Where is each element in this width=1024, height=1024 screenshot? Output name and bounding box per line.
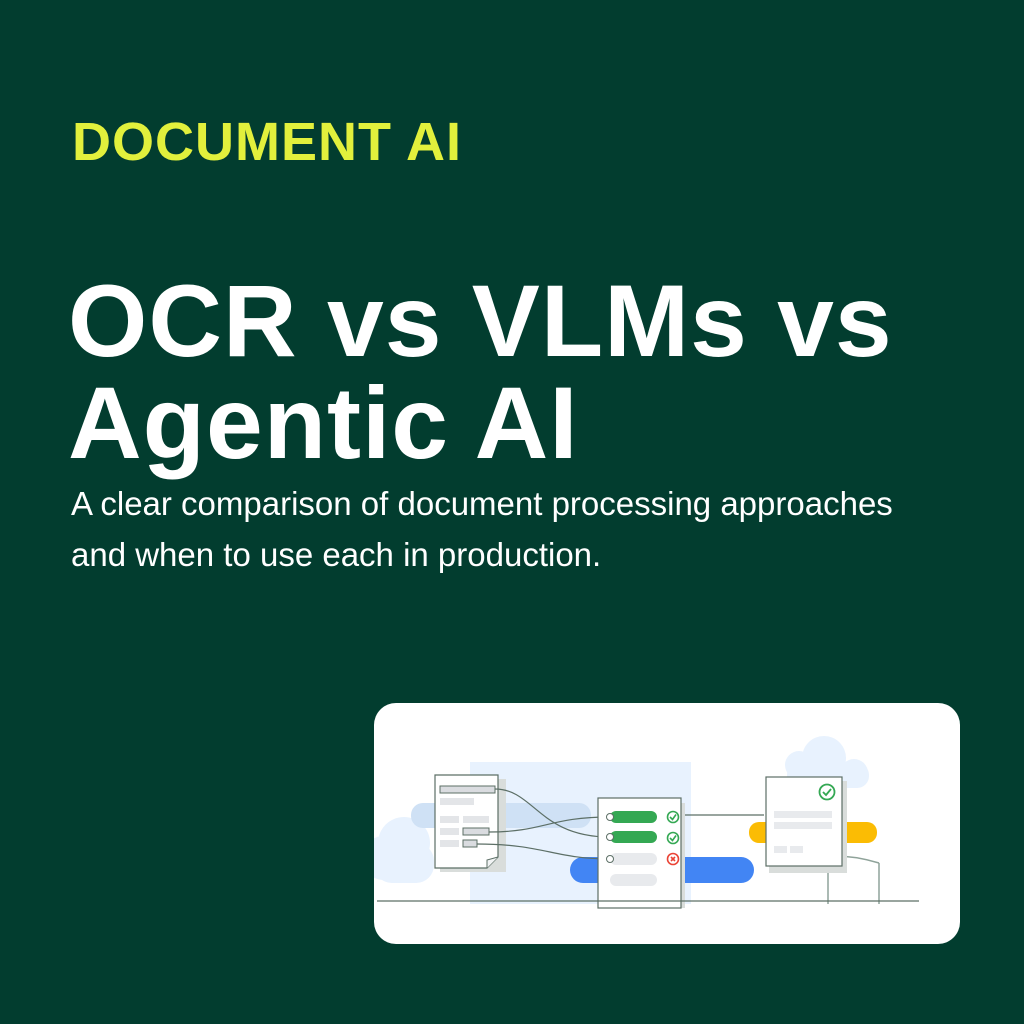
check-circle-icon xyxy=(666,810,680,824)
x-circle-icon xyxy=(666,852,680,866)
validation-item-4 xyxy=(610,874,657,886)
check-circle-icon xyxy=(666,831,680,845)
connector-lines xyxy=(476,788,764,860)
subtitle: A clear comparison of document processin… xyxy=(71,485,893,573)
cloud-icon-left xyxy=(374,817,434,883)
check-circle-icon xyxy=(818,783,836,801)
validation-item-3 xyxy=(610,853,657,865)
source-document-icon xyxy=(434,774,506,872)
page-title: OCR vs VLMs vs Agentic AI xyxy=(68,270,893,474)
validation-item-2 xyxy=(610,831,657,843)
cloud-icon-right xyxy=(785,736,869,788)
validation-item-1 xyxy=(610,811,657,823)
output-document-icon xyxy=(765,776,847,873)
eyebrow-label: DOCUMENT AI xyxy=(72,112,462,172)
illustration-card xyxy=(374,703,960,944)
validation-card xyxy=(597,797,685,909)
title-line-2: Agentic AI xyxy=(68,366,579,480)
document-flow-illustration xyxy=(374,736,919,909)
title-line-1: OCR vs VLMs vs xyxy=(68,264,893,378)
